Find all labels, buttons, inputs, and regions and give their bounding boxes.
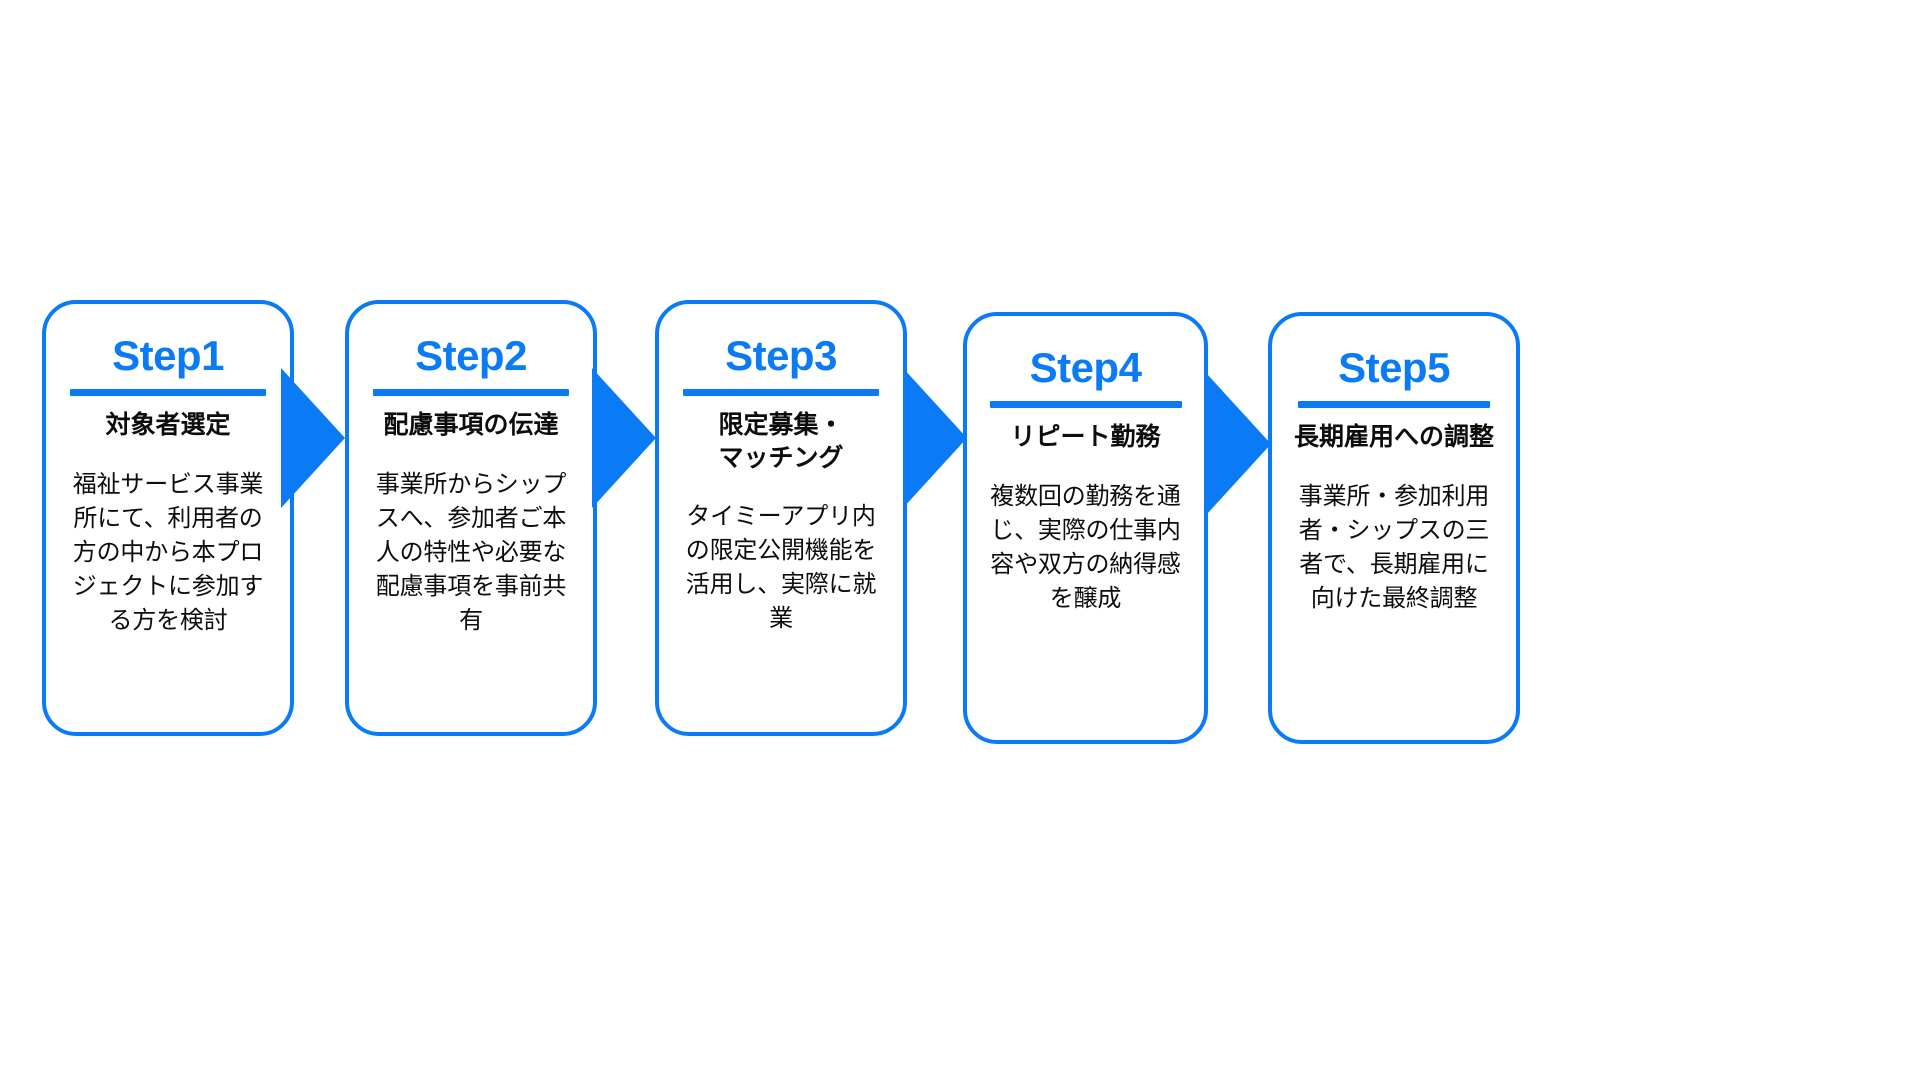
step-number-3: Step3 bbox=[725, 332, 837, 379]
step-divider-3 bbox=[683, 389, 879, 397]
flow-arrow-icon-3 bbox=[903, 368, 967, 508]
step-body-5: 事業所・参加利用者・シップスの三者で、長期雇用に向けた最終調整 bbox=[1298, 482, 1490, 612]
step-divider-4 bbox=[989, 401, 1182, 409]
step-body-3: タイミーアプリ内の限定公開機能を活用し、実際に就業 bbox=[685, 503, 877, 633]
step-number-4: Step4 bbox=[1029, 344, 1142, 391]
step-title-5: 長期雇用への調整 bbox=[1293, 423, 1494, 452]
step-number-5: Step5 bbox=[1338, 344, 1450, 391]
step-number-1: Step1 bbox=[112, 332, 224, 379]
step-title-1: 対象者選定 bbox=[105, 411, 231, 440]
step-divider-2 bbox=[373, 389, 569, 397]
step-divider-1 bbox=[70, 389, 266, 397]
flow-arrow-icon-4 bbox=[1207, 374, 1271, 514]
flow-arrow-icon-1 bbox=[281, 368, 345, 508]
step-title-4: リピート勤務 bbox=[1010, 423, 1161, 452]
step-card-2: Step2 配慮事項の伝達 事業所からシップスへ、参加者ご本人の特性や必要な配慮… bbox=[345, 300, 597, 736]
step-body-4: 複数回の勤務を通じ、実際の仕事内容や双方の納得感を醸成 bbox=[990, 482, 1181, 612]
flow-arrow-icon-2 bbox=[592, 368, 656, 508]
step-card-4: Step4 リピート勤務 複数回の勤務を通じ、実際の仕事内容や双方の納得感を醸成 bbox=[963, 312, 1208, 744]
step-card-5: Step5 長期雇用への調整 事業所・参加利用者・シップスの三者で、長期雇用に向… bbox=[1268, 312, 1520, 744]
step-title-3: 限定募集・ マッチング bbox=[718, 411, 844, 472]
step-number-2: Step2 bbox=[415, 332, 527, 379]
step-card-1: Step1 対象者選定 福祉サービス事業所にて、利用者の方の中から本プロジェクト… bbox=[42, 300, 294, 736]
step-card-3: Step3 限定募集・ マッチング タイミーアプリ内の限定公開機能を活用し、実際… bbox=[655, 300, 907, 736]
step-body-2: 事業所からシップスへ、参加者ご本人の特性や必要な配慮事項を事前共有 bbox=[375, 470, 567, 634]
step-divider-5 bbox=[1298, 401, 1490, 409]
step-title-2: 配慮事項の伝達 bbox=[383, 411, 559, 440]
step-body-1: 福祉サービス事業所にて、利用者の方の中から本プロジェクトに参加する方を検討 bbox=[72, 470, 264, 634]
